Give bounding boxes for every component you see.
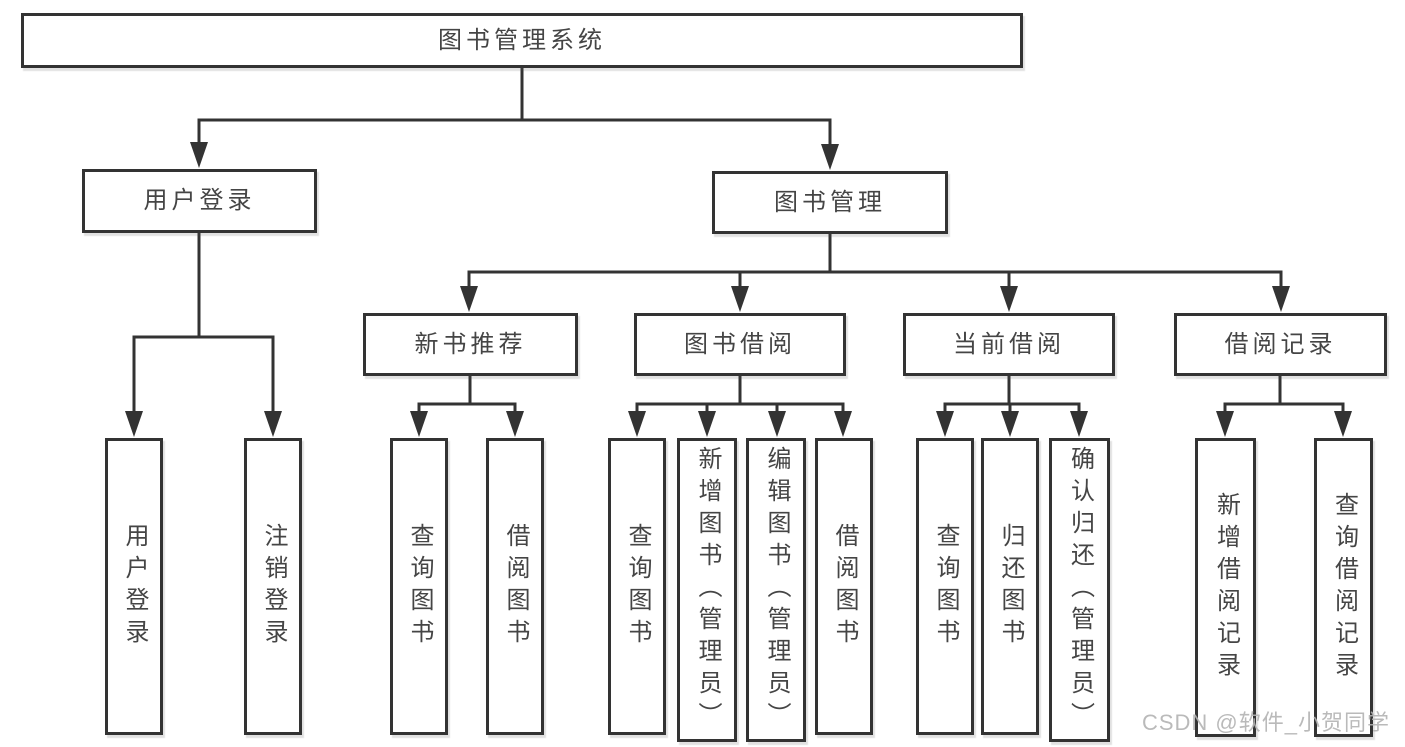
leaf-logout: 注销登录: [244, 438, 302, 735]
leaf-return-books: 归还图书: [981, 438, 1039, 735]
leaf-borrow-books: 借阅图书: [815, 438, 873, 735]
watermark-text: CSDN @软件_小贺同学: [1141, 710, 1390, 735]
node-book-management: 图书管理: [712, 171, 948, 234]
node-new-book-recommend: 新书推荐: [363, 313, 578, 376]
leaf-query-books-recommend: 查询图书: [390, 438, 448, 735]
node-borrow-records: 借阅记录: [1174, 313, 1387, 376]
leaf-borrow-books-recommend: 借阅图书: [486, 438, 544, 735]
node-book-borrow: 图书借阅: [634, 313, 846, 376]
leaf-query-books-borrow: 查询图书: [608, 438, 666, 735]
leaf-query-books-current: 查询图书: [916, 438, 974, 735]
leaf-confirm-return-admin: 确认归还（管理员）: [1049, 438, 1110, 742]
leaf-add-borrow-record: 新增借阅记录: [1195, 438, 1256, 737]
node-current-borrow: 当前借阅: [903, 313, 1115, 376]
leaf-edit-book-admin: 编辑图书（管理员）: [746, 438, 806, 742]
arrowhead-icons: [125, 142, 1352, 437]
leaf-add-book-admin: 新增图书（管理员）: [677, 438, 737, 742]
leaf-query-borrow-record: 查询借阅记录: [1314, 438, 1373, 737]
leaf-user-login: 用户登录: [105, 438, 163, 735]
node-user-login: 用户登录: [82, 169, 317, 233]
node-root-system: 图书管理系统: [21, 13, 1023, 68]
